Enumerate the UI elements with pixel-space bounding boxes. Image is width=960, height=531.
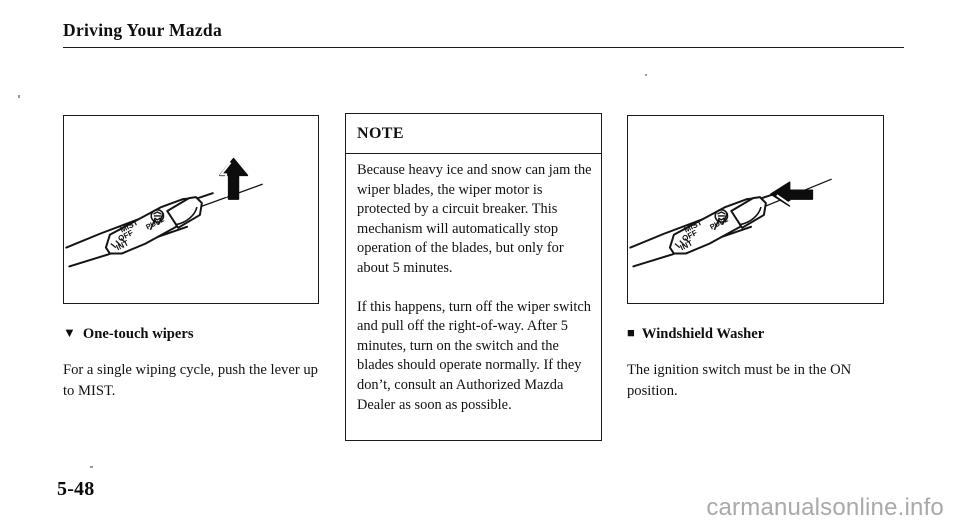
note-title: NOTE <box>357 124 404 142</box>
section-heading-label: Windshield Washer <box>641 326 765 342</box>
section-body-windshield-washer: The ignition switch must be in the ON po… <box>627 362 852 399</box>
square-bullet-icon: ■ <box>627 325 635 340</box>
page-header: Driving Your Mazda <box>63 20 903 54</box>
note-box: NOTE Because heavy ice and snow can jam … <box>345 113 602 441</box>
scan-artifact <box>645 74 647 76</box>
section-heading-label: One-touch wipers <box>82 326 194 342</box>
page-title: Driving Your Mazda <box>63 20 223 40</box>
scan-artifact <box>90 466 93 468</box>
arrow-up-icon <box>218 157 249 200</box>
figure-washer-wiper-lever: MIST OFF INT PULL <box>627 115 884 304</box>
triangle-bullet-icon: ▼ <box>63 325 76 340</box>
scan-artifact <box>18 95 20 98</box>
note-paragraph-1: Because heavy ice and snow can jam the w… <box>357 162 592 276</box>
figure-mist-wiper-lever: MIST OFF INT PULL <box>63 115 319 304</box>
header-divider <box>63 47 904 48</box>
site-watermark: carmanualsonline.info <box>706 494 944 521</box>
note-box-body: Because heavy ice and snow can jam the w… <box>346 154 601 415</box>
washer-lever-illustration: MIST OFF INT PULL <box>629 178 832 268</box>
section-heading-windshield-washer: ■ Windshield Washer <box>627 326 764 343</box>
page-number: 5-48 <box>57 478 95 500</box>
note-box-header: NOTE <box>346 114 601 154</box>
section-heading-one-touch-wipers: ▼ One-touch wipers <box>63 326 194 343</box>
section-body-one-touch-wipers: For a single wiping cycle, push the leve… <box>63 362 318 399</box>
arrow-left-icon <box>770 181 814 207</box>
mist-lever-illustration: MIST OFF INT PULL <box>65 157 263 268</box>
note-paragraph-2: If this happens, turn off the wiper swit… <box>357 298 591 413</box>
